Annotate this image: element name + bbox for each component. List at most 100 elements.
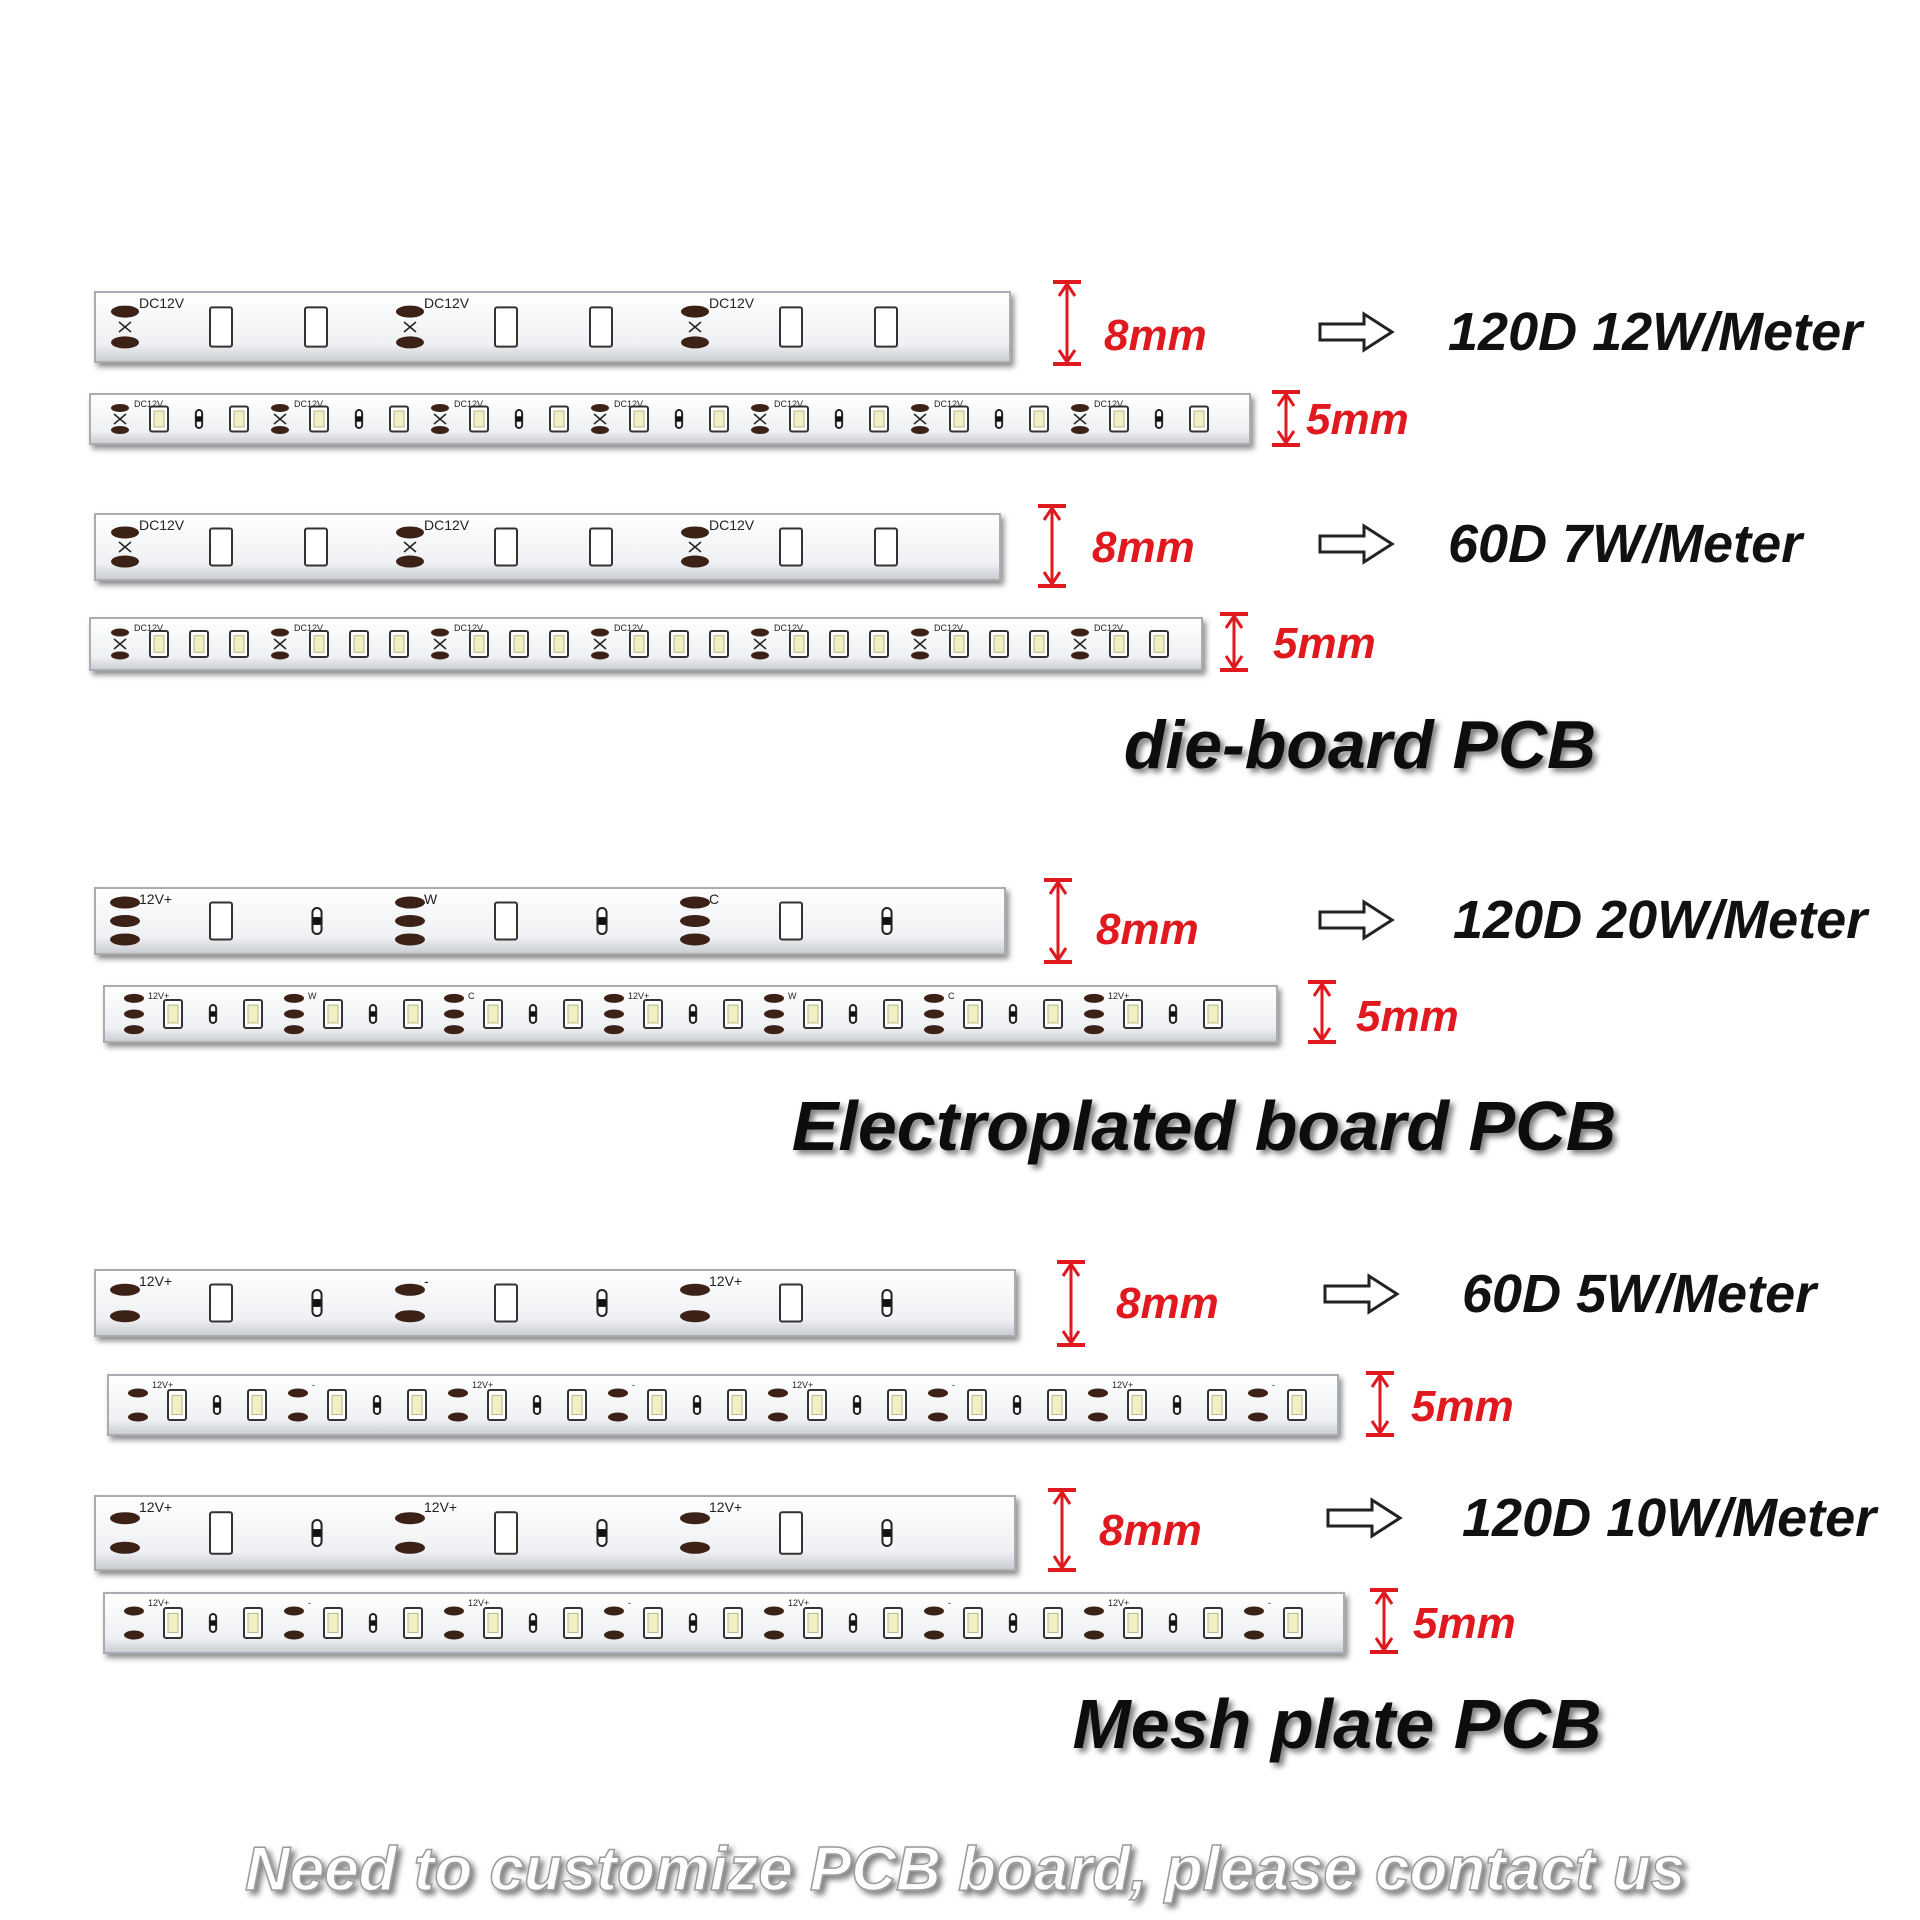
led-outline — [209, 306, 233, 348]
solder-pad — [751, 404, 769, 412]
led-chip — [393, 635, 405, 653]
solder-pad — [111, 651, 129, 660]
led-chip — [407, 1004, 419, 1024]
dimension-arrow-down — [1374, 1637, 1394, 1653]
led-chip — [713, 410, 725, 428]
solder-pad — [284, 1630, 304, 1640]
solder-pad — [396, 336, 424, 349]
strip-width-label: 8mm — [1096, 905, 1199, 954]
silkscreen-mark: DC12V — [774, 623, 803, 633]
solder-pad — [1244, 1630, 1264, 1640]
dimension-arrow-down — [1048, 947, 1068, 963]
silkscreen-mark: DC12V — [709, 517, 755, 533]
solder-pad — [110, 896, 140, 909]
led-chip — [811, 1394, 823, 1416]
right-arrow-icon — [1318, 311, 1395, 353]
led-chip — [313, 635, 325, 653]
scissors-icon — [403, 541, 417, 553]
led-chip — [171, 1394, 183, 1416]
footer-contact-note: Need to customize PCB board, please cont… — [245, 1835, 1685, 1904]
led-chip — [993, 635, 1005, 653]
scissors-icon — [688, 541, 702, 553]
silkscreen-mark: 12V+ — [139, 891, 172, 907]
dimension-arrow-up — [1057, 281, 1077, 297]
silkscreen-mark: DC12V — [1094, 623, 1123, 633]
led-chip — [1207, 1612, 1219, 1634]
solder-pad — [680, 1310, 710, 1323]
solder-pad — [110, 933, 140, 946]
solder-pad — [924, 1025, 944, 1035]
led-chip — [411, 1394, 423, 1416]
scissors-icon — [433, 413, 447, 425]
solder-pad — [431, 404, 449, 412]
scissors-icon — [273, 413, 287, 425]
led-outline — [494, 1511, 518, 1555]
strip-width-label: 8mm — [1116, 1279, 1219, 1328]
silkscreen-mark: DC12V — [934, 399, 963, 409]
led-chip — [1051, 1394, 1063, 1416]
solder-pad — [1088, 1412, 1108, 1422]
solder-pad — [111, 305, 139, 318]
led-outline — [589, 527, 613, 567]
led-chip — [487, 1004, 499, 1024]
resistor-body — [883, 1299, 891, 1307]
solder-pad — [1084, 1009, 1104, 1019]
silkscreen-mark: 12V+ — [152, 1380, 173, 1390]
solder-pad — [911, 426, 929, 434]
solder-pad — [110, 1512, 140, 1525]
solder-pad — [768, 1412, 788, 1422]
solder-pad — [395, 1310, 425, 1323]
led-chip — [167, 1612, 179, 1634]
led-chip — [891, 1394, 903, 1416]
strip-board — [89, 393, 1251, 445]
scissors-icon — [753, 638, 767, 650]
resistor-body — [374, 1402, 380, 1408]
silkscreen-mark: 12V+ — [1108, 1598, 1129, 1608]
solder-pad — [591, 404, 609, 412]
led-chip — [1047, 1004, 1059, 1024]
silkscreen-mark: C — [468, 991, 475, 1001]
silkscreen-mark: 12V+ — [709, 1499, 742, 1515]
solder-pad — [1084, 1606, 1104, 1616]
strip-board — [94, 291, 1011, 363]
led-chip — [167, 1004, 179, 1024]
led-outline — [779, 527, 803, 567]
solder-pad — [395, 1283, 425, 1296]
resistor-body — [836, 416, 842, 422]
silkscreen-mark: DC12V — [294, 399, 323, 409]
solder-pad — [680, 1283, 710, 1296]
silkscreen-mark: DC12V — [294, 623, 323, 633]
section-title-mesh-plate: Mesh plate PCB — [1073, 1685, 1602, 1763]
scissors-icon — [118, 541, 132, 553]
strip-board — [94, 1269, 1016, 1337]
right-arrow-icon — [1323, 1273, 1400, 1315]
strip-width-label: 5mm — [1413, 1599, 1516, 1648]
solder-pad — [911, 628, 929, 637]
dimension-3-0: 8mm — [1057, 1260, 1219, 1347]
silkscreen-mark: W — [788, 991, 797, 1001]
strip-width-label: 8mm — [1104, 311, 1207, 360]
solder-pad — [1244, 1606, 1264, 1616]
led-chip — [553, 410, 565, 428]
solder-pad — [604, 1025, 624, 1035]
silkscreen-mark: 12V+ — [139, 1499, 172, 1515]
dimension-1-0: 8mm — [1038, 504, 1195, 588]
dimension-arrow-down — [1052, 1555, 1072, 1571]
solder-pad — [1071, 404, 1089, 412]
resistor-body — [1174, 1402, 1180, 1408]
solder-pad — [111, 404, 129, 412]
solder-pad — [1248, 1412, 1268, 1422]
right-arrow-icon — [1318, 523, 1395, 565]
scissors-icon — [913, 638, 927, 650]
solder-pad — [924, 1606, 944, 1616]
solder-pad — [110, 1283, 140, 1296]
resistor-body — [1010, 1620, 1016, 1626]
solder-pad — [1084, 993, 1104, 1003]
led-chip — [1113, 410, 1125, 428]
solder-pad — [431, 426, 449, 434]
solder-pad — [111, 628, 129, 637]
led-chip — [651, 1394, 663, 1416]
